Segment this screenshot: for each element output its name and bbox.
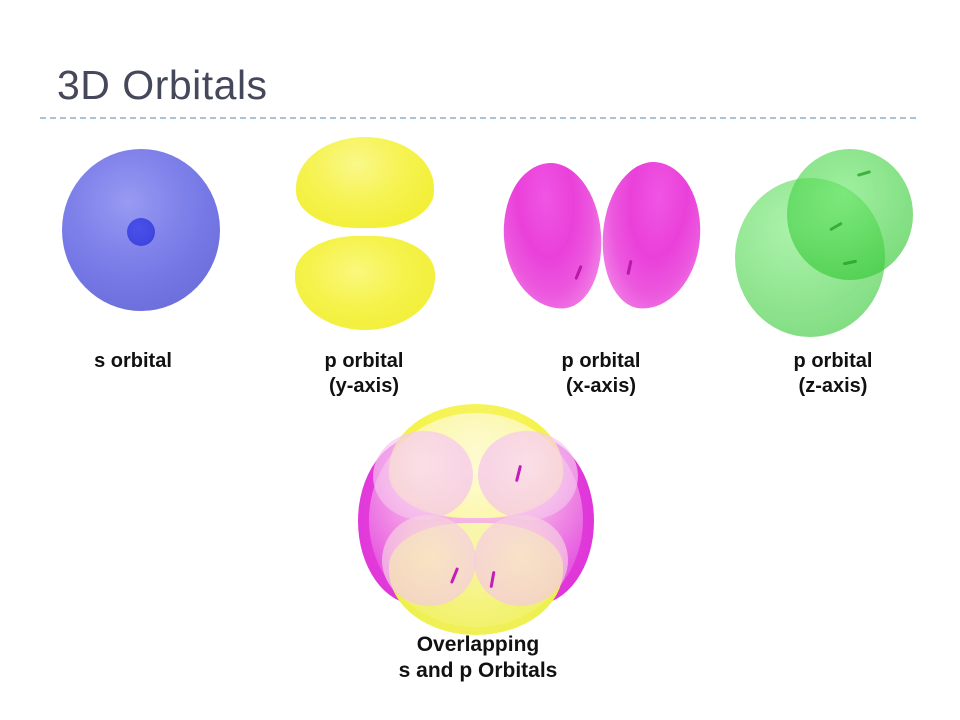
label-line: (x-axis) bbox=[565, 375, 637, 397]
label-p-orbital-x: p orbital (x-axis) bbox=[562, 349, 641, 399]
label-line: s orbital bbox=[94, 350, 172, 372]
p-orbital-y-figure bbox=[295, 137, 435, 330]
label-line: p orbital bbox=[324, 350, 404, 372]
p-orbital-z-figure bbox=[735, 149, 913, 337]
s-orbital-figure bbox=[62, 149, 220, 311]
label-p-orbital-z: p orbital (z-axis) bbox=[794, 349, 873, 399]
label-line: (z-axis) bbox=[798, 375, 868, 397]
p-orbital-x-figure bbox=[497, 158, 707, 313]
title-divider bbox=[40, 117, 916, 119]
label-overlapping-orbitals: Overlapping s and p Orbitals bbox=[399, 632, 558, 684]
p-y-bottom-lobe bbox=[295, 236, 435, 330]
label-line: p orbital bbox=[561, 350, 641, 372]
label-line: (y-axis) bbox=[328, 375, 400, 397]
overlapping-orbitals-figure bbox=[358, 404, 594, 635]
p-x-right-lobe bbox=[596, 158, 707, 313]
p-z-back-lobe bbox=[787, 149, 913, 280]
label-s-orbital: s orbital bbox=[94, 349, 172, 374]
label-line: Overlapping bbox=[416, 633, 540, 656]
label-p-orbital-y: p orbital (y-axis) bbox=[325, 349, 404, 399]
p-x-left-lobe bbox=[497, 159, 608, 313]
s-orbital-nucleus bbox=[127, 218, 155, 246]
page-title: 3D Orbitals bbox=[57, 62, 268, 108]
label-line: p orbital bbox=[793, 350, 873, 372]
label-line: s and p Orbitals bbox=[398, 659, 558, 682]
p-y-top-lobe bbox=[296, 137, 434, 228]
